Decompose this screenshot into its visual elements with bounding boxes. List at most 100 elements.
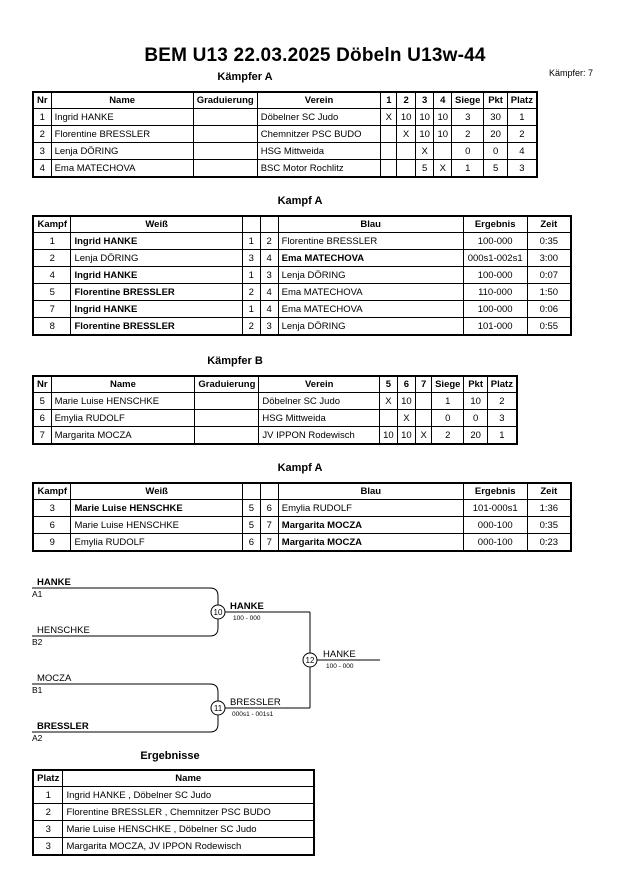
table-cell: Ingrid HANKE <box>50 108 194 126</box>
fight-cell: 3 <box>241 249 261 267</box>
column-header: Verein <box>256 91 382 109</box>
table-cell: 4 <box>506 142 538 160</box>
fight-cell: Ema MATECHOVA <box>277 300 464 318</box>
table-cell: 3 <box>486 409 518 427</box>
table-cell: 10 <box>396 392 417 410</box>
column-header: Weiß <box>70 215 243 233</box>
table-cell: X <box>433 159 453 178</box>
table-cell: Marie Luise HENSCHKE , Döbelner SC Judo <box>62 820 315 838</box>
column-header: Kampf <box>32 215 72 233</box>
table-cell: 10 <box>433 108 453 126</box>
fight-cell: Ingrid HANKE <box>70 300 243 318</box>
table-cell: 0 <box>451 142 485 160</box>
fight-cell: Florentine BRESSLER <box>70 317 243 336</box>
table-cell <box>415 409 433 427</box>
bracket-b2-seed: B2 <box>32 637 43 647</box>
table-cell: Emylia RUDOLF <box>50 409 196 427</box>
fight-cell: 6 <box>259 499 279 517</box>
table-cell: 1 <box>486 426 518 445</box>
bracket-b1-seed: B1 <box>32 685 43 695</box>
column-header: Siege <box>451 91 485 109</box>
fight-10-number: 10 <box>214 608 223 617</box>
fight-cell: 101-000s1 <box>462 499 528 517</box>
column-header: 6 <box>396 375 417 393</box>
fight-cell: Ema MATECHOVA <box>277 249 464 267</box>
pool-b-heading: Kämpfer B <box>207 355 263 367</box>
table-cell: Döbelner SC Judo <box>258 392 381 410</box>
fight-12-score: 100 - 000 <box>326 663 354 670</box>
fight-cell: 2 <box>241 317 261 336</box>
table-cell: Lenja DÖRING <box>50 142 194 160</box>
table-cell: X <box>379 392 398 410</box>
table-cell: 10 <box>463 392 488 410</box>
fight-cell: 0:35 <box>526 516 572 534</box>
fight-cell: 100-000 <box>462 232 528 250</box>
table-cell: 2 <box>486 392 518 410</box>
fight-cell: 4 <box>259 249 279 267</box>
fight-cell: 1:36 <box>526 499 572 517</box>
fight-cell: Marie Luise HENSCHKE <box>70 516 243 534</box>
fight-cell: 000-100 <box>462 533 528 552</box>
table-cell: 20 <box>463 426 488 445</box>
fight-cell: 000-100 <box>462 516 528 534</box>
fight-cell: Lenja DÖRING <box>277 317 464 336</box>
fight-10-score: 100 - 000 <box>233 615 261 622</box>
table-cell: 1 <box>451 159 485 178</box>
table-cell: 5 <box>414 159 435 178</box>
bracket-b2-name: HENSCHKE <box>37 625 90 636</box>
table-cell: Florentine BRESSLER , Chemnitzer PSC BUD… <box>62 803 315 821</box>
column-header <box>259 482 279 500</box>
column-header <box>259 215 279 233</box>
fight-10-winner: HANKE <box>230 601 264 612</box>
table-cell: 10 <box>396 108 416 126</box>
table-cell <box>194 409 260 427</box>
fight-cell: Margarita MOCZA <box>277 516 464 534</box>
column-header: Graduierung <box>192 91 258 109</box>
table-cell: Ingrid HANKE , Döbelner SC Judo <box>62 786 315 804</box>
table-cell: 10 <box>414 108 435 126</box>
fight-cell: 0:07 <box>526 266 572 284</box>
column-header: Weiß <box>70 482 243 500</box>
table-cell: 3 <box>32 142 52 160</box>
fight-cell: 100-000 <box>462 300 528 318</box>
fight-cell: 1 <box>241 232 261 250</box>
column-header: Ergebnis <box>462 215 528 233</box>
table-cell: 2 <box>32 125 52 143</box>
column-header: Nr <box>32 91 52 109</box>
fighter-count: Kämpfer: 7 <box>549 68 594 78</box>
table-cell <box>380 142 398 160</box>
fight-cell: Margarita MOCZA <box>277 533 464 552</box>
fight-cell: 0:35 <box>526 232 572 250</box>
table-cell: X <box>396 409 417 427</box>
table-cell: 4 <box>32 159 52 178</box>
column-header: Pkt <box>483 91 508 109</box>
fight-cell: 3:00 <box>526 249 572 267</box>
table-cell: 10 <box>396 426 417 445</box>
table-cell: X <box>414 142 435 160</box>
table-cell: X <box>380 108 398 126</box>
table-cell: Margarita MOCZA, JV IPPON Rodewisch <box>62 837 315 856</box>
table-cell: X <box>415 426 433 445</box>
fight-cell: Lenja DÖRING <box>277 266 464 284</box>
fight-12-number: 12 <box>306 656 315 665</box>
table-cell: 5 <box>32 392 52 410</box>
fight-cell: Emylia RUDOLF <box>277 499 464 517</box>
column-header: Zeit <box>526 482 572 500</box>
table-cell <box>192 125 258 143</box>
table-cell: 3 <box>451 108 485 126</box>
column-header: Platz <box>506 91 538 109</box>
fight-cell: 2 <box>259 232 279 250</box>
